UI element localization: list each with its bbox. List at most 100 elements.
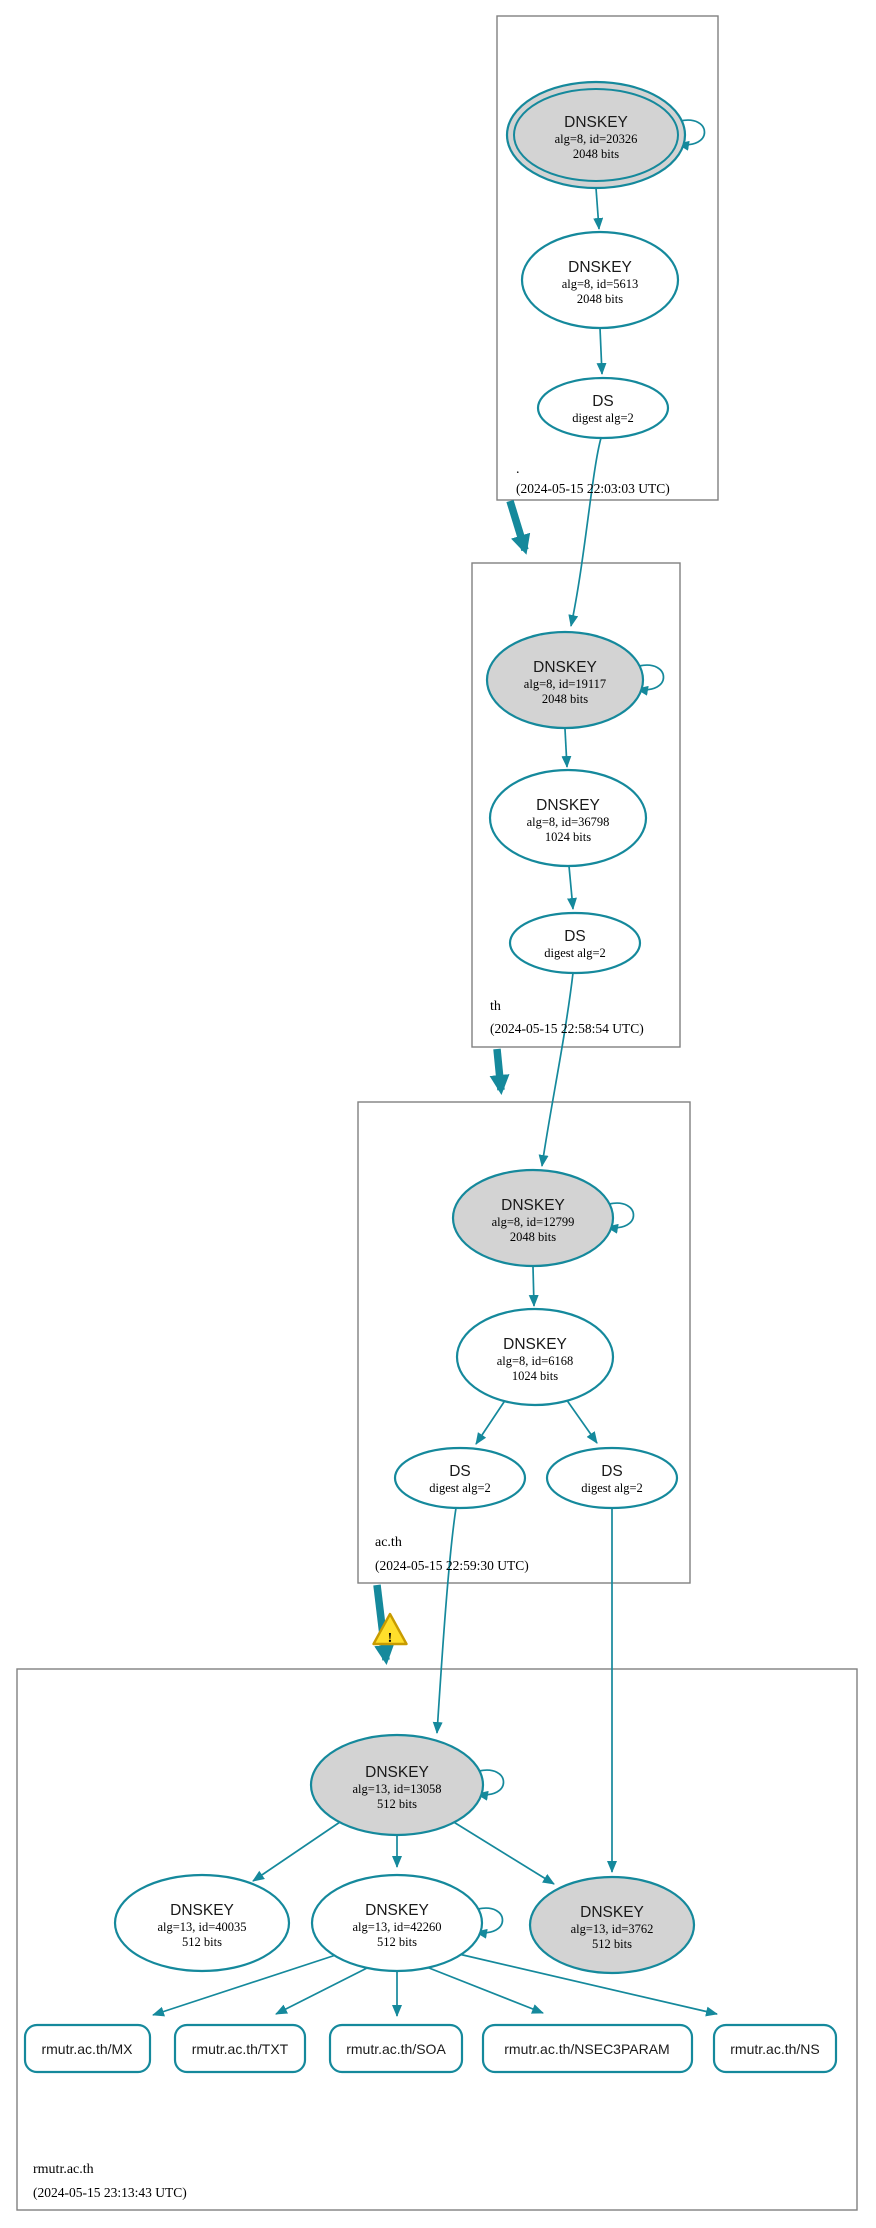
acth-zsk-bits: 1024 bits bbox=[512, 1369, 558, 1383]
rrset-mx[interactable] bbox=[23, 2023, 152, 2074]
th-ds-detail: digest alg=2 bbox=[544, 946, 606, 960]
zone-timestamp-root: (2024-05-15 22:03:03 UTC) bbox=[516, 481, 670, 496]
zone-root: DNSKEY alg=8, id=20326 2048 bits DNSKEY … bbox=[505, 80, 687, 496]
root-ds-detail: digest alg=2 bbox=[572, 411, 634, 425]
rmutr-42260-detail: alg=13, id=42260 bbox=[352, 1920, 441, 1934]
acth-zsk-label: DNSKEY bbox=[503, 1336, 567, 1353]
th-ksk-label: DNSKEY bbox=[533, 659, 597, 676]
rrset-ns[interactable] bbox=[712, 2023, 838, 2074]
edge-42260-to-txt bbox=[275, 1965, 372, 2015]
node-root-ds[interactable] bbox=[536, 376, 670, 440]
zone-acth: DNSKEY alg=8, id=12799 2048 bits DNSKEY … bbox=[375, 1168, 679, 1573]
zone-label-rmutr: rmutr.ac.th bbox=[33, 2162, 94, 2177]
root-zsk-bits: 2048 bits bbox=[577, 292, 623, 306]
edge-th-ksk-to-zsk bbox=[561, 728, 572, 768]
zone-box-acth bbox=[357, 1101, 691, 1584]
node-root-ksk-dnskey[interactable] bbox=[505, 80, 687, 190]
node-acth-ds-right[interactable] bbox=[545, 1446, 679, 1510]
node-th-ds[interactable] bbox=[508, 911, 642, 975]
rrset-soa[interactable] bbox=[328, 2023, 464, 2074]
th-ksk-detail: alg=8, id=19117 bbox=[524, 677, 606, 691]
acth-ksk-bits: 2048 bits bbox=[510, 1230, 556, 1244]
rmutr-40035-detail: alg=13, id=40035 bbox=[157, 1920, 246, 1934]
rrset-ns-label: rmutr.ac.th/NS bbox=[730, 2041, 819, 2057]
edge-delegation-th-to-acth bbox=[489, 1048, 510, 1095]
node-root-zsk-dnskey[interactable] bbox=[520, 230, 680, 330]
th-ds-label: DS bbox=[564, 928, 586, 945]
acth-ksk-label: DNSKEY bbox=[501, 1197, 565, 1214]
node-rmutr-ksk-dnskey[interactable] bbox=[309, 1733, 485, 1837]
node-acth-ksk-dnskey[interactable] bbox=[451, 1168, 615, 1268]
rmutr-40035-bits: 512 bits bbox=[182, 1935, 222, 1949]
selfloop-th-ksk bbox=[636, 664, 665, 696]
rmutr-ksk-detail: alg=13, id=13058 bbox=[352, 1782, 441, 1796]
edge-root-ds-to-th-ksk bbox=[568, 437, 602, 627]
th-ksk-bits: 2048 bits bbox=[542, 692, 588, 706]
rrset-nsec3param-label: rmutr.ac.th/NSEC3PARAM bbox=[504, 2041, 669, 2057]
rmutr-3762-detail: alg=13, id=3762 bbox=[571, 1922, 654, 1936]
rmutr-ksk-label: DNSKEY bbox=[365, 1764, 429, 1781]
rrset-mx-label: rmutr.ac.th/MX bbox=[41, 2041, 133, 2057]
node-rmutr-zsk-42260[interactable] bbox=[310, 1873, 484, 1973]
node-root-ksk-inner-ring bbox=[513, 88, 679, 182]
edge-acth-zsk-to-dsleft bbox=[475, 1398, 507, 1445]
rrset-soa-label: rmutr.ac.th/SOA bbox=[346, 2041, 446, 2057]
zone-label-acth: ac.th bbox=[375, 1535, 402, 1550]
edge-acth-dsleft-to-rmutr-ksk bbox=[432, 1507, 457, 1734]
edge-delegation-acth-to-rmutr bbox=[373, 1584, 395, 1665]
node-th-zsk-dnskey[interactable] bbox=[488, 768, 648, 868]
zone-timestamp-th: (2024-05-15 22:58:54 UTC) bbox=[490, 1021, 644, 1036]
zone-label-th: th bbox=[490, 999, 501, 1014]
rmutr-42260-label: DNSKEY bbox=[365, 1902, 429, 1919]
rmutr-42260-bits: 512 bits bbox=[377, 1935, 417, 1949]
selfloop-rmutr-42260 bbox=[475, 1907, 504, 1939]
root-ksk-bits: 2048 bits bbox=[573, 147, 619, 161]
edge-42260-to-ns bbox=[449, 1951, 718, 2017]
warning-icon[interactable]: ! bbox=[372, 1612, 408, 1646]
warning-glyph: ! bbox=[388, 1631, 393, 1646]
edge-root-zsk-to-ds bbox=[596, 327, 607, 375]
acth-ds-right-label: DS bbox=[601, 1463, 623, 1480]
edge-delegation-root-to-th bbox=[506, 499, 531, 555]
rmutr-3762-bits: 512 bits bbox=[592, 1937, 632, 1951]
selfloop-acth-ksk bbox=[606, 1202, 635, 1234]
root-zsk-label: DNSKEY bbox=[568, 259, 632, 276]
acth-ksk-detail: alg=8, id=12799 bbox=[492, 1215, 575, 1229]
rrset-txt[interactable] bbox=[173, 2023, 307, 2074]
th-zsk-label: DNSKEY bbox=[536, 797, 600, 814]
edge-root-ksk-to-zsk bbox=[593, 187, 604, 230]
node-acth-ds-left[interactable] bbox=[393, 1446, 527, 1510]
edge-rmutr-ksk-to-3762 bbox=[451, 1820, 555, 1885]
rrset-nsec3param[interactable] bbox=[481, 2023, 694, 2074]
zone-timestamp-acth: (2024-05-15 22:59:30 UTC) bbox=[375, 1558, 529, 1573]
edge-42260-to-nsec3param bbox=[423, 1965, 544, 2014]
edge-42260-to-mx bbox=[152, 1951, 346, 2017]
rrset-txt-label: rmutr.ac.th/TXT bbox=[192, 2041, 289, 2057]
edge-acth-zsk-to-dsright bbox=[565, 1398, 598, 1444]
rmutr-3762-label: DNSKEY bbox=[580, 1904, 644, 1921]
zone-th: DNSKEY alg=8, id=19117 2048 bits DNSKEY … bbox=[485, 630, 648, 1036]
node-rmutr-key-3762[interactable] bbox=[528, 1875, 696, 1975]
selfloop-rmutr-ksk bbox=[476, 1769, 505, 1801]
root-ds-label: DS bbox=[592, 393, 614, 410]
edge-acth-ksk-to-zsk bbox=[528, 1266, 539, 1307]
node-acth-zsk-dnskey[interactable] bbox=[455, 1307, 615, 1407]
zone-box-root bbox=[496, 15, 719, 501]
node-rmutr-zsk-40035[interactable] bbox=[113, 1873, 291, 1973]
acth-zsk-detail: alg=8, id=6168 bbox=[497, 1354, 574, 1368]
root-ksk-detail: alg=8, id=20326 bbox=[555, 132, 638, 146]
acth-ds-left-detail: digest alg=2 bbox=[429, 1481, 491, 1495]
acth-ds-left-label: DS bbox=[449, 1463, 471, 1480]
selfloop-root-ksk bbox=[677, 119, 706, 151]
edge-rmutr-ksk-to-40035 bbox=[252, 1821, 341, 1882]
th-zsk-detail: alg=8, id=36798 bbox=[527, 815, 610, 829]
root-ksk-label: DNSKEY bbox=[564, 114, 628, 131]
edge-th-zsk-to-ds bbox=[567, 865, 577, 910]
edge-th-ds-to-acth-ksk bbox=[538, 972, 574, 1167]
zone-timestamp-rmutr: (2024-05-15 23:13:43 UTC) bbox=[33, 2185, 187, 2200]
root-zsk-detail: alg=8, id=5613 bbox=[562, 277, 639, 291]
rmutr-40035-label: DNSKEY bbox=[170, 1902, 234, 1919]
node-th-ksk-dnskey[interactable] bbox=[485, 630, 645, 730]
